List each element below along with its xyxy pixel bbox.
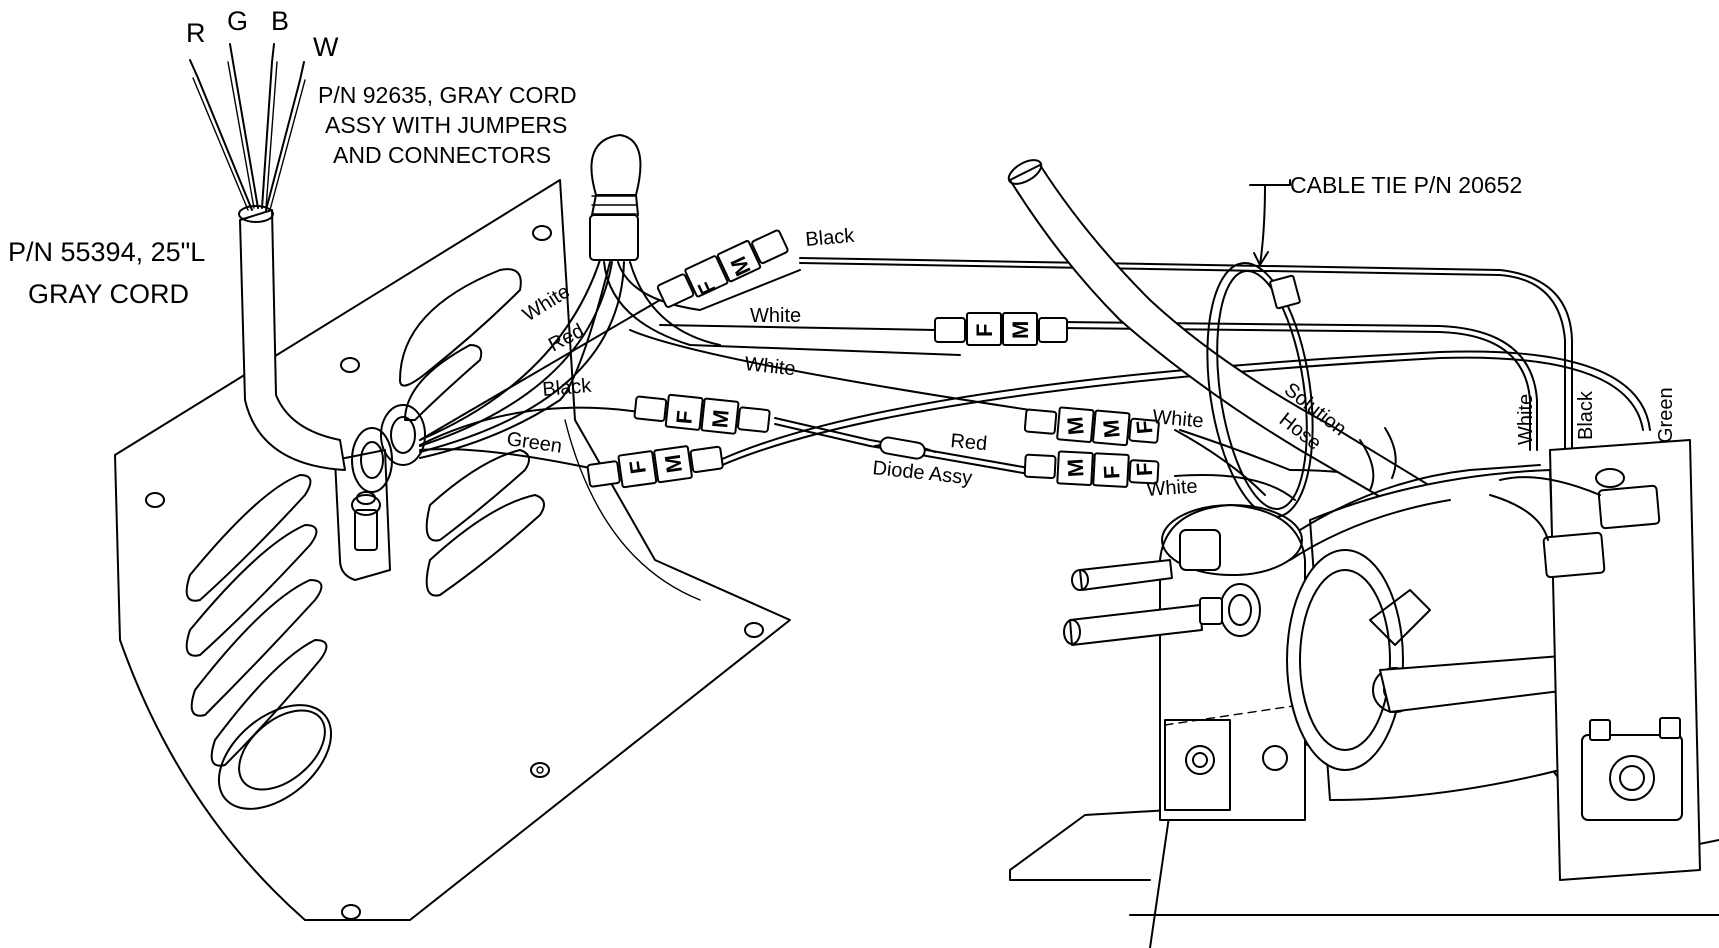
connectors [586,229,1160,489]
wire-harness [419,257,1651,501]
cord-assy-label-line2: ASSY WITH JUMPERS [325,112,567,138]
cord-assy-sleeve [589,134,642,261]
wire-end-r-label: R [186,18,206,48]
wire-label-white-right-bottom: White [1146,475,1199,501]
cord-assy-label-line3: AND CONNECTORS [333,142,551,168]
wire-label-red-left: Red [545,320,588,357]
wire-label-red-diode: Red [950,430,988,455]
diagram-labels: R G B W P/N 92635, GRAY CORD ASSY WITH J… [8,6,1677,501]
connector-f-right-3: F [1132,462,1158,477]
connector-labels: F M F M F M F M M M M F F F [624,253,1157,480]
cable-tie [1206,179,1314,518]
gray-cord-label-line2: GRAY CORD [28,279,189,309]
connector-f-right-2: F [1131,419,1157,435]
cord-assy-label-line1: P/N 92635, GRAY CORD [318,82,577,108]
wire-end-g-label: G [227,6,248,36]
gray-cord-label-line1: P/N 55394, 25"L [8,237,205,267]
connector-m-black: M [707,409,734,429]
wire-ends [189,43,306,211]
wire-label-white-left: White [519,280,574,326]
wire-label-white-lower: White [743,353,796,380]
wire-label-black-top: Black [805,225,857,251]
gray-cord [238,205,426,493]
wire-end-b-label: B [271,6,289,36]
wire-label-white-vertical: White [1515,394,1537,445]
wire-label-black-left: Black [542,375,594,401]
wire-end-w-label: W [313,32,339,62]
connector-f-green: F [624,459,651,476]
connector-m-right-3: M [1063,458,1089,478]
connector-f-black: F [671,410,697,426]
wire-label-black-vertical: Black [1575,390,1597,440]
cable-tie-label: CABLE TIE P/N 20652 [1290,172,1522,198]
wire-label-white-mid: White [750,305,801,327]
mounting-plate-left [114,179,791,921]
connector-f-right-1: F [1099,465,1125,480]
wire-label-green-vertical: Green [1655,387,1677,443]
connector-f-mid: F [972,324,997,337]
connector-m-right-1: M [1062,416,1089,436]
pump-motor-assembly [1009,439,1719,948]
wire-label-green-left: Green [505,428,563,458]
connector-m-right-2: M [1098,419,1125,439]
connector-m-green: M [660,453,687,475]
wire-label-white-right-top: White [1152,406,1205,432]
connector-m-mid: M [1008,321,1033,339]
